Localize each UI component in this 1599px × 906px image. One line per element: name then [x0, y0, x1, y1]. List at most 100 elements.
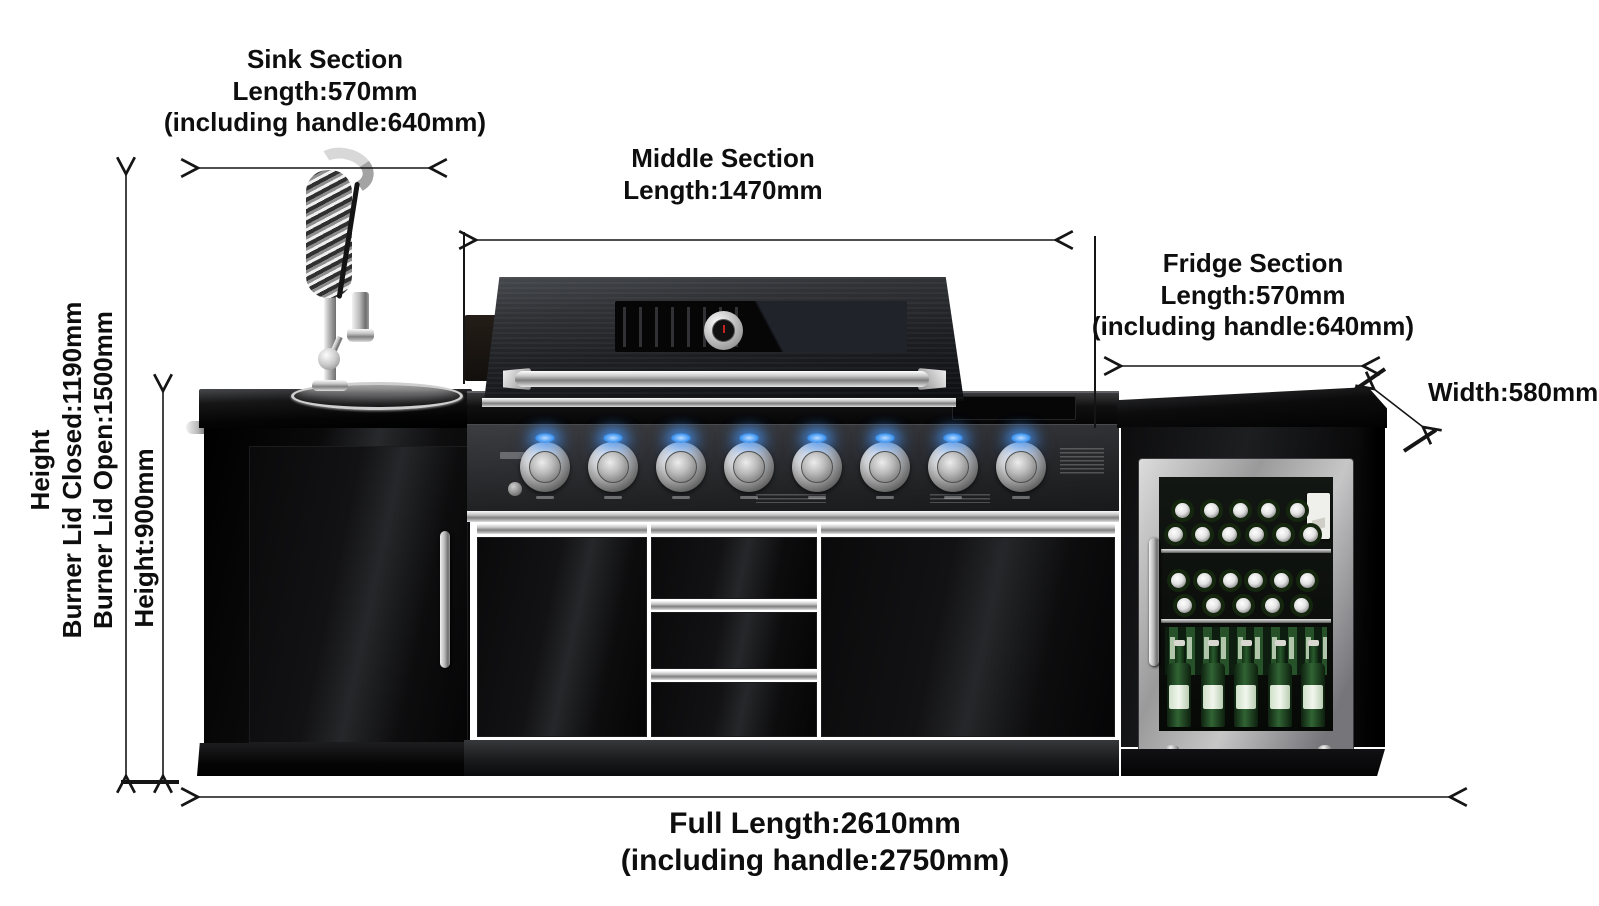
label-sink-section: Sink Section Length:570mm (including han… [135, 44, 515, 139]
label-width: Width:580mm [1428, 377, 1599, 409]
height-lid-closed: Burner Lid Closed:1190mm [56, 301, 87, 639]
led-glow [807, 433, 827, 443]
faucet-lever-knob [318, 348, 340, 370]
fridge-cabinet-side-shade [1358, 427, 1385, 747]
burner-knob-row [520, 433, 1046, 499]
sink-door-handle [440, 531, 450, 668]
fridge-section-including: (including handle:640mm) [1091, 311, 1415, 342]
burner-knob-1 [520, 433, 570, 499]
side-burner-cover [952, 396, 1076, 420]
bottle-label [1169, 685, 1189, 709]
bottle-cap [1290, 594, 1313, 617]
thermometer-needle [723, 325, 725, 333]
led-glow [603, 433, 623, 443]
brand-logo-mark [500, 452, 540, 459]
hood-lower-trim [482, 398, 956, 407]
hood-handle-bar [515, 371, 929, 387]
fridge-base-plinth [1121, 749, 1385, 776]
bottle-label [1236, 685, 1256, 709]
bottle-cap [1299, 523, 1322, 546]
bottle-cap [1231, 594, 1255, 617]
bottle-cap [1173, 594, 1196, 617]
faucet-sprayer-head [352, 292, 369, 332]
drawer1-handle-strip [651, 524, 817, 534]
drawer2-handle-strip [651, 601, 817, 610]
bottle-cap [1270, 569, 1294, 592]
panel-lower-trim [467, 511, 1119, 522]
bottle-cap [1245, 523, 1268, 546]
burner-knob-4 [724, 433, 774, 499]
shelf2-bottle-row-front [1173, 594, 1313, 617]
burner-knob-7 [928, 433, 978, 499]
knob-tick [604, 496, 622, 499]
counter-height-value: Height:900mm [129, 448, 159, 628]
shelf1-bottle-row-back [1171, 499, 1309, 522]
label-height-lid: Height Burner Lid Closed:1190mm Burner L… [25, 280, 125, 660]
bottle-cap [1192, 569, 1216, 592]
width-value: Width:580mm [1428, 377, 1599, 407]
right-door-handle-strip [821, 524, 1115, 534]
sink-base-plinth [197, 743, 474, 776]
grill-base-plinth [464, 740, 1119, 776]
burner-knob-8 [996, 433, 1046, 499]
bottle-cap [1272, 523, 1295, 546]
burner-knob-3 [656, 433, 706, 499]
middle-section-length: Length:1470mm [623, 174, 823, 205]
dim-arrow-width [1374, 389, 1423, 427]
bottle-neck [1309, 645, 1318, 665]
bottle-cap [1202, 594, 1226, 617]
beer-bottle [1267, 639, 1292, 727]
knob-tick [808, 496, 826, 499]
beer-bottle [1301, 639, 1325, 727]
sink-cabinet-door [249, 446, 468, 743]
width-tick-bottom [1402, 428, 1438, 453]
led-glow [739, 433, 759, 443]
full-length-value: Full Length:2610mm [669, 807, 961, 840]
panel-microtext-right [1060, 448, 1104, 474]
knob-inner [665, 451, 697, 483]
height-title: Height [25, 429, 55, 511]
bottle-cap-top [1241, 640, 1252, 646]
knob-inner [597, 451, 629, 483]
fridge-shelf-1 [1161, 549, 1331, 553]
bottle-cap [1199, 499, 1223, 522]
panel-microtext-center [756, 494, 826, 503]
igniter-button [508, 482, 522, 496]
bottle-neck [1208, 645, 1218, 665]
knob-inner [801, 451, 833, 483]
burner-knob-6 [860, 433, 910, 499]
label-middle-section: Middle Section Length:1470mm [523, 143, 923, 206]
fridge-section-length: Length:570mm [1160, 279, 1346, 310]
knob-tick [740, 496, 758, 499]
faucet-sprayer-tip [347, 329, 374, 342]
label-fridge-section: Fridge Section Length:570mm (including h… [1053, 248, 1453, 343]
led-glow [535, 433, 555, 443]
shelf1-bottle-row-front [1164, 523, 1322, 546]
panel-microtext-center2 [930, 494, 990, 503]
bottle-cap [1295, 569, 1319, 592]
bottle-cap [1218, 523, 1241, 546]
beer-bottle [1200, 639, 1225, 727]
bottle-neck [1242, 645, 1251, 665]
fridge-door-handle [1149, 538, 1159, 666]
drawer3-handle-strip [651, 671, 817, 680]
bottle-cap [1260, 594, 1284, 617]
burner-knob-2 [588, 433, 638, 499]
standing-bottles-front-row [1167, 639, 1325, 727]
bottle-cap [1171, 499, 1194, 522]
sink-section-title: Sink Section [246, 44, 404, 74]
bottle-cap [1164, 523, 1187, 546]
bottle-neck [1275, 645, 1285, 665]
drawer-3 [651, 682, 817, 737]
knob-tick [876, 496, 894, 499]
thermometer-face [712, 319, 735, 342]
label-full-length: Full Length:2610mm (including handle:275… [565, 806, 1065, 879]
bottle-cap [1244, 569, 1268, 592]
drawer-2 [651, 612, 817, 669]
sink-section-length: Length:570mm [232, 75, 418, 106]
grill-right-door [821, 537, 1115, 737]
bottle-cap [1257, 499, 1281, 522]
sink-section-including: (including handle:640mm) [163, 107, 487, 138]
bottle-cap [1218, 569, 1242, 592]
